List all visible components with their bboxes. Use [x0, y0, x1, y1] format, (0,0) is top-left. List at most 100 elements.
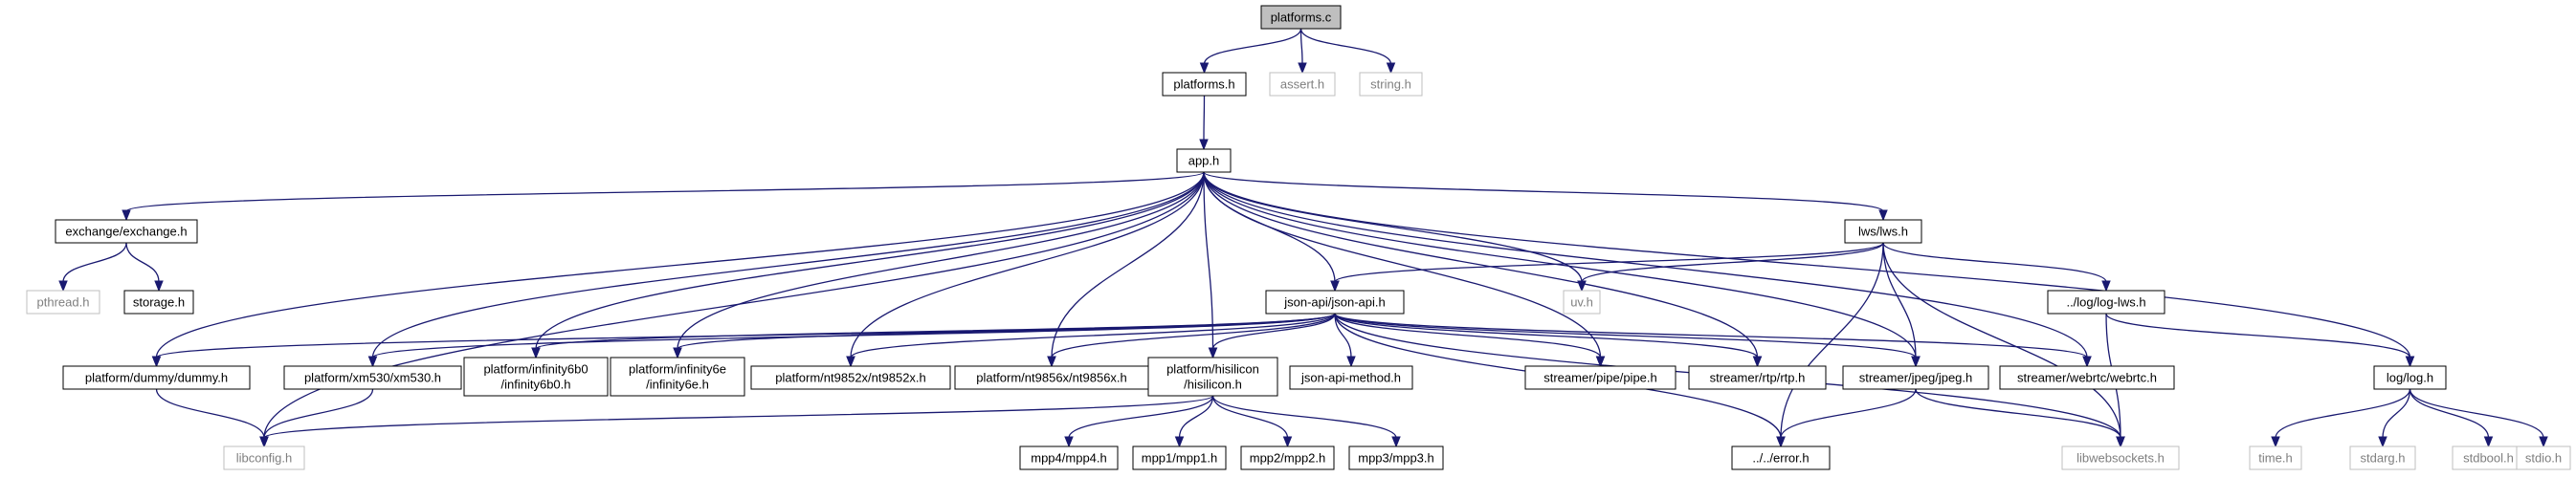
node-mpp1-h[interactable]: mpp1/mpp1.h	[1132, 445, 1227, 470]
node-box	[1348, 445, 1444, 470]
node-json-h[interactable]: json-api/json-api.h	[1265, 290, 1405, 315]
node-label: streamer/jpeg/jpeg.h	[1859, 371, 1973, 385]
node-dummy-h[interactable]: platform/dummy/dummy.h	[62, 365, 251, 390]
node-box	[1359, 72, 1423, 97]
edge-arrowhead	[1298, 62, 1307, 75]
node-label: platform/nt9852x/nt9852x.h	[775, 371, 926, 385]
node-jsonmethod-h[interactable]: json-api-method.h	[1289, 365, 1413, 390]
node-assert-h[interactable]: assert.h	[1269, 72, 1336, 97]
node-box	[1269, 72, 1336, 97]
node-box	[1162, 72, 1247, 97]
node-libconfig-h[interactable]: libconfig.h	[223, 445, 305, 470]
edge-arrowhead	[1199, 139, 1209, 151]
node-platforms-c[interactable]: platforms.c	[1260, 5, 1342, 30]
edge-json-h-to-hisi-h	[1208, 313, 1336, 359]
edge-json-h-to-pipe-h	[1334, 313, 1606, 368]
node-webrtc-h[interactable]: streamer/webrtc/webrtc.h	[1999, 365, 2175, 390]
edge-arrowhead	[1391, 436, 1401, 448]
node-label: streamer/pipe/pipe.h	[1543, 371, 1657, 385]
edge-line	[1882, 242, 1917, 358]
node-rtp-h[interactable]: streamer/rtp/rtp.h	[1688, 365, 1827, 390]
node-box	[1563, 290, 1601, 315]
node-stdbool-h[interactable]: stdbool.h	[2452, 445, 2525, 470]
edge-exchange-h-to-storage-h	[125, 242, 164, 293]
node-time-h[interactable]: time.h	[2249, 445, 2302, 470]
node-mpp3-h[interactable]: mpp3/mpp3.h	[1348, 445, 1444, 470]
node-label: stdbool.h	[2463, 451, 2514, 466]
node-box	[1132, 445, 1227, 470]
node-label: mpp1/mpp1.h	[1142, 451, 1218, 466]
edge-arrowhead	[531, 347, 541, 359]
node-app-h[interactable]: app.h	[1176, 148, 1232, 173]
node-pipe-h[interactable]: streamer/pipe/pipe.h	[1524, 365, 1677, 390]
edge-arrowhead	[1776, 436, 1786, 448]
edge-line	[1882, 242, 2121, 439]
edge-line	[850, 313, 1336, 358]
edge-arrowhead	[1346, 356, 1356, 368]
edge-app-h-to-pipe-h	[1203, 171, 1606, 368]
edge-arrowhead	[1199, 62, 1210, 75]
node-label: /hisilicon.h	[1184, 378, 1242, 392]
edge-line	[371, 171, 1205, 358]
node-string-h[interactable]: string.h	[1359, 72, 1423, 97]
node-stdarg-h[interactable]: stdarg.h	[2349, 445, 2416, 470]
node-box	[1019, 445, 1119, 470]
node-nt9856x-h[interactable]: platform/nt9856x/nt9856x.h	[954, 365, 1149, 390]
node-box	[2349, 445, 2416, 470]
edge-arrowhead	[1174, 436, 1185, 448]
node-log-h[interactable]: log/log.h	[2373, 365, 2447, 390]
node-label: libwebsockets.h	[2076, 451, 2165, 466]
edge-app-h-to-nt9852x-h	[846, 171, 1205, 368]
node-xm530-h[interactable]: platform/xm530/xm530.h	[283, 365, 462, 390]
edge-line	[2409, 388, 2544, 439]
node-box	[1999, 365, 2175, 390]
edge-hisi-h-to-mpp3-h	[1211, 395, 1401, 448]
edge-line	[1299, 28, 1303, 65]
edge-line	[1780, 388, 1917, 439]
node-loglws-h[interactable]: ../log/log-lws.h	[2047, 290, 2165, 315]
edge-line	[1203, 171, 1602, 358]
node-platforms-h[interactable]: platforms.h	[1162, 72, 1247, 97]
edge-arrowhead	[2082, 356, 2092, 368]
node-lws-h[interactable]: lws/lws.h	[1844, 219, 1922, 244]
edge-arrowhead	[2483, 436, 2494, 448]
edge-line	[1203, 171, 1917, 358]
node-uv-h[interactable]: uv.h	[1563, 290, 1601, 315]
edge-line	[1051, 313, 1336, 358]
edge-line	[2275, 388, 2411, 439]
edge-log-h-to-time-h	[2271, 388, 2411, 448]
edge-arrowhead	[1595, 356, 1606, 368]
node-libws-h[interactable]: libwebsockets.h	[2061, 445, 2180, 470]
node-label: /infinity6b0.h	[501, 378, 571, 392]
node-storage-h[interactable]: storage.h	[123, 290, 194, 315]
node-label: uv.h	[1570, 295, 1593, 310]
node-pthread-h[interactable]: pthread.h	[26, 290, 100, 315]
edge-line	[1211, 395, 1289, 439]
edge-arrowhead	[2378, 436, 2387, 448]
edge-line	[535, 313, 1336, 350]
edge-log-h-to-stdbool-h	[2409, 388, 2494, 448]
node-inf6e-h[interactable]: platform/infinity6e/infinity6e.h	[610, 357, 745, 397]
edge-line	[263, 388, 374, 439]
node-stdio-h[interactable]: stdio.h	[2516, 445, 2571, 470]
edge-json-h-to-nt9852x-h	[846, 313, 1336, 368]
node-label: json-api-method.h	[1300, 371, 1401, 385]
edge-arrowhead	[122, 209, 131, 222]
node-nt9852x-h[interactable]: platform/nt9852x/nt9852x.h	[750, 365, 951, 390]
node-inf6b0-h[interactable]: platform/infinity6b0/infinity6b0.h	[463, 357, 609, 397]
edge-arrowhead	[1208, 347, 1218, 359]
node-hisi-h[interactable]: platform/hisilicon/hisilicon.h	[1147, 357, 1278, 397]
node-label: stdio.h	[2525, 451, 2562, 466]
edge-line	[1203, 171, 2088, 358]
edge-jpeg-h-to-libws-h	[1915, 388, 2125, 448]
node-box	[463, 357, 609, 397]
node-jpeg-h[interactable]: streamer/jpeg/jpeg.h	[1842, 365, 1989, 390]
node-mpp2-h[interactable]: mpp2/mpp2.h	[1240, 445, 1335, 470]
node-exchange-h[interactable]: exchange/exchange.h	[55, 219, 198, 244]
node-error-h[interactable]: ../../error.h	[1731, 445, 1831, 470]
node-mpp4-h[interactable]: mpp4/mpp4.h	[1019, 445, 1119, 470]
edge-arrowhead	[2101, 280, 2111, 293]
edge-xm530-h-to-libconfig-h	[259, 388, 374, 448]
node-label: streamer/webrtc/webrtc.h	[2017, 371, 2157, 385]
node-box	[1842, 365, 1989, 390]
